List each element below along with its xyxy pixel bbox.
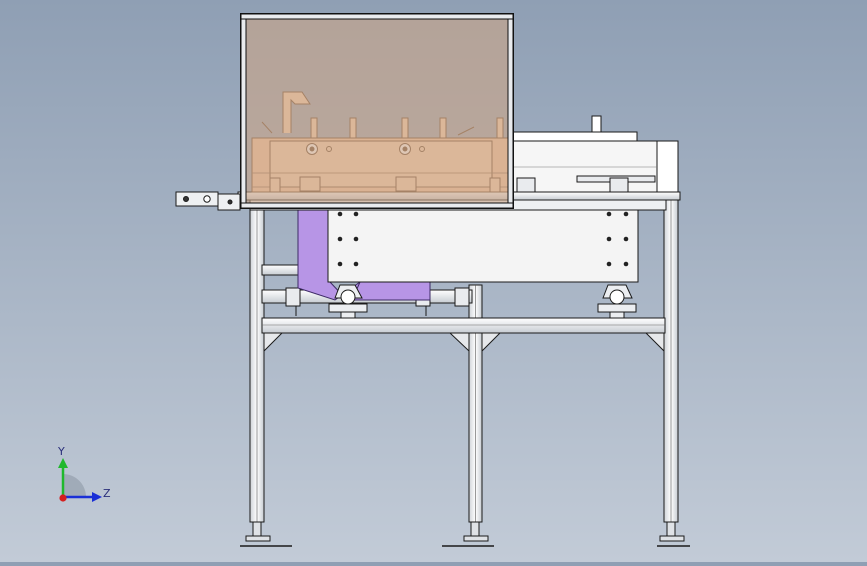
bearing-right xyxy=(597,284,637,319)
enclosure-cover xyxy=(240,13,514,209)
triad-x-origin xyxy=(59,494,67,502)
triad-z-arrowhead xyxy=(92,492,102,502)
conveyor-housing xyxy=(511,115,679,193)
leveling-feet xyxy=(240,521,690,547)
triad-xy-quadrant xyxy=(63,474,86,497)
frame-legs xyxy=(249,195,679,523)
bearing-left xyxy=(328,284,368,319)
triad-z-label: Z xyxy=(103,487,111,500)
lower-crossbeam xyxy=(261,317,666,353)
hopper-panel xyxy=(327,207,639,283)
triad-y-arrowhead xyxy=(58,458,68,468)
side-clamp xyxy=(175,191,241,211)
triad-y-label: Y xyxy=(57,445,65,458)
axis-triad: Y Z xyxy=(57,445,111,502)
